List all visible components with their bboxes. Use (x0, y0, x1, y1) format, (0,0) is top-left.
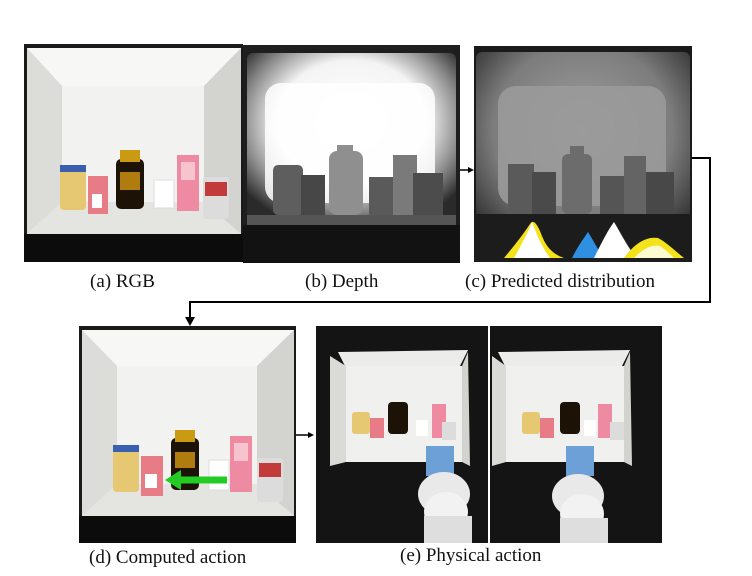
caption-computed-action: (d) Computed action (89, 547, 247, 568)
predicted-distribution-image (474, 46, 692, 262)
caption-physical-action: (e) Physical action (400, 545, 542, 566)
arrow-action-to-physical-head (308, 432, 314, 438)
caption-rgb: (a) RGB (90, 271, 155, 292)
arrow-distribution-to-action-head (185, 317, 195, 326)
computed-action-image (79, 326, 296, 543)
caption-distribution: (c) Predicted distribution (465, 271, 655, 292)
depth-image (243, 45, 460, 263)
rgb-image (24, 44, 243, 262)
caption-depth: (b) Depth (305, 271, 379, 292)
physical-action-image (316, 326, 662, 543)
